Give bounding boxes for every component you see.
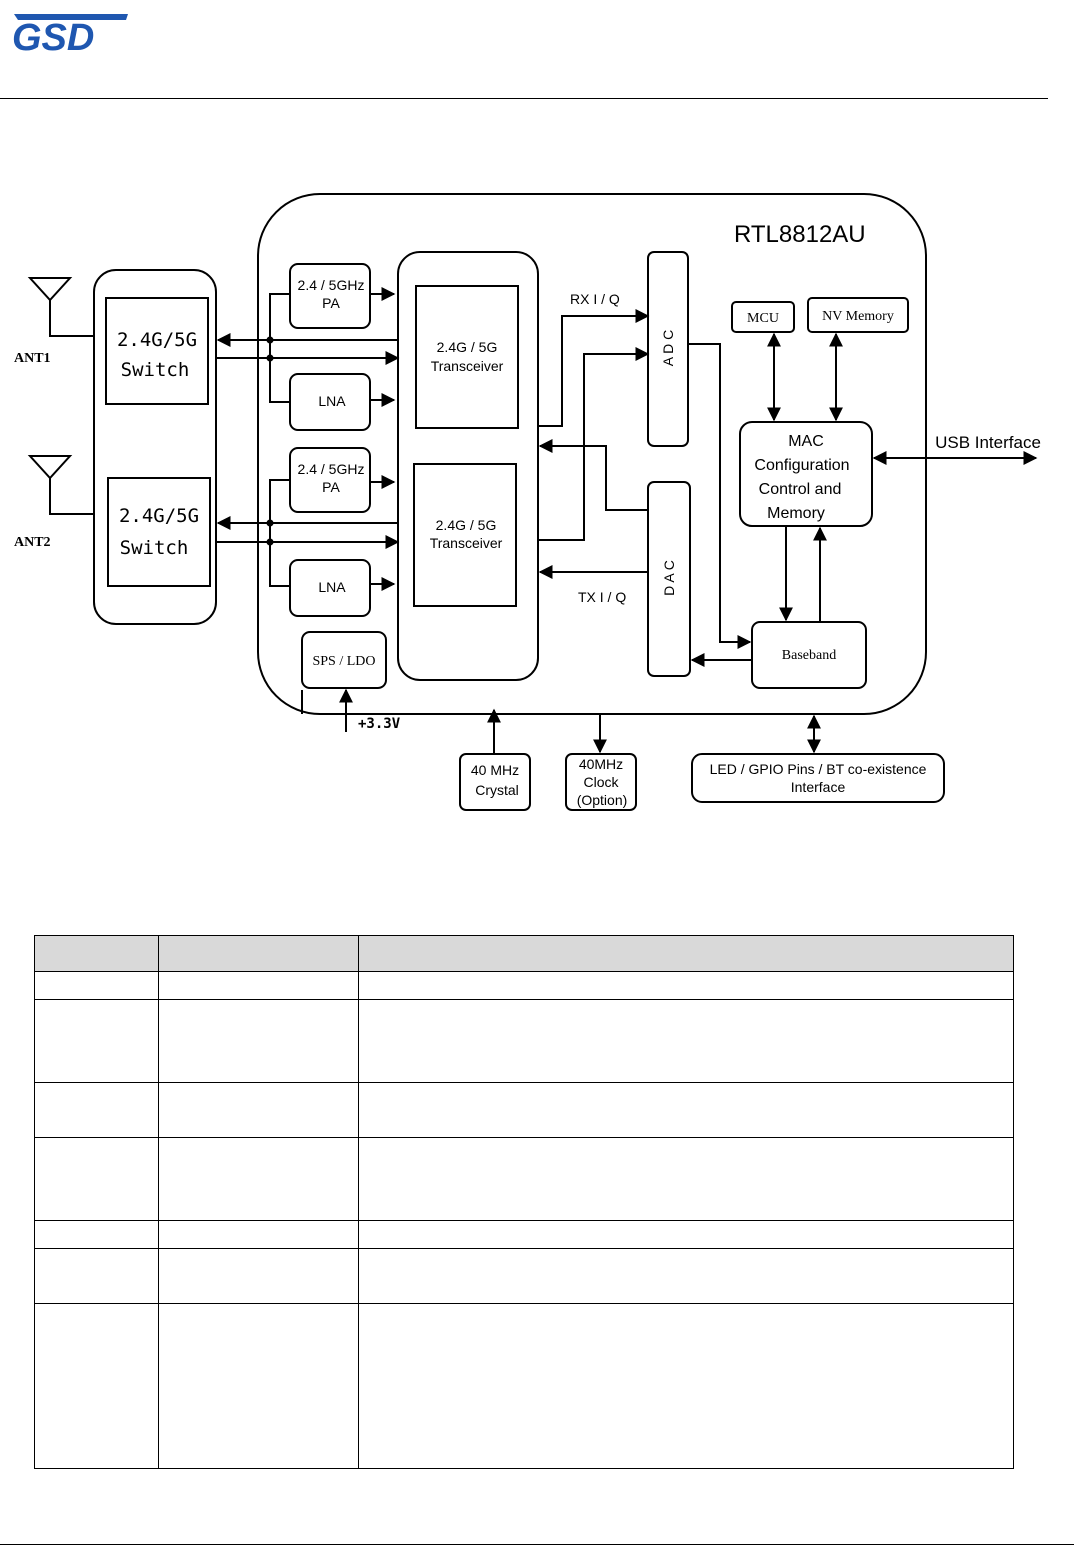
- block-diagram: RTL8812AU ANT1 ANT2 2.4G/5G Switch 2.4G/…: [14, 193, 1041, 811]
- table-cell: [358, 1220, 1014, 1249]
- antenna-2-icon: [27, 455, 94, 515]
- table-cell: [34, 999, 159, 1083]
- pa-top-line1: 2.4 / 5GHz: [298, 277, 365, 293]
- pa-bottom-line1: 2.4 / 5GHz: [298, 461, 365, 477]
- logo-swoosh: [14, 14, 128, 20]
- transceiver-1-line1: 2.4G / 5G: [437, 339, 498, 355]
- tx-iq-label: TX I / Q: [578, 589, 626, 605]
- table-row: [34, 1137, 1014, 1221]
- sps-ldo-label: SPS / LDO: [312, 654, 375, 669]
- dac-block: [647, 481, 691, 677]
- table-cell: [158, 1137, 359, 1221]
- lna-top-label: LNA: [318, 393, 346, 409]
- spec-table: [34, 935, 1014, 1469]
- table-cell: [358, 1082, 1014, 1138]
- table-cell: [34, 1220, 159, 1249]
- clock-line3: (Option): [577, 792, 628, 808]
- mcu-label: MCU: [747, 311, 779, 326]
- led-line2: Interface: [791, 779, 846, 795]
- table-row: [34, 971, 1014, 1000]
- transceiver-2-line1: 2.4G / 5G: [436, 517, 497, 533]
- switch-2-line1: 2.4G/5G: [119, 505, 199, 527]
- adc-label: A D C: [660, 330, 676, 367]
- switch-box-1: [105, 297, 209, 405]
- transceiver-block: [397, 251, 539, 681]
- table-row: [34, 999, 1014, 1083]
- clock-box: [565, 753, 637, 811]
- pa-bottom-line2: PA: [322, 479, 340, 495]
- mac-box: [739, 421, 873, 527]
- mac-line1: MAC: [788, 433, 824, 450]
- table-header-row: [34, 935, 1014, 972]
- led-gpio-box: [691, 753, 945, 803]
- table-header-cell: [358, 935, 1014, 972]
- pa-box-top: [289, 263, 371, 329]
- table-header-cell: [158, 935, 359, 972]
- lna-bottom-label: LNA: [318, 579, 346, 595]
- sps-ldo-box: [301, 631, 387, 689]
- mac-line2: Configuration: [754, 457, 849, 474]
- transceiver-1-line2: Transceiver: [431, 358, 504, 374]
- table-cell: [34, 1082, 159, 1138]
- table-row: [34, 1303, 1014, 1469]
- antenna-1-icon: [27, 277, 94, 337]
- led-line1: LED / GPIO Pins / BT co-existence: [710, 761, 927, 777]
- table-cell: [358, 1248, 1014, 1304]
- chip-outline: [257, 193, 927, 715]
- table-cell: [358, 971, 1014, 1000]
- switch-2-line2: Switch: [120, 537, 189, 559]
- table-cell: [34, 1137, 159, 1221]
- table-cell: [158, 1220, 359, 1249]
- dac-label: D A C: [661, 560, 677, 596]
- antenna-icons: [27, 277, 94, 515]
- voltage-label: +3.3V: [358, 716, 401, 732]
- table-cell: [158, 999, 359, 1083]
- lna-box-bottom: [289, 559, 371, 617]
- table-cell: [34, 971, 159, 1000]
- switch-module: [93, 269, 217, 625]
- transceiver-2-line2: Transceiver: [430, 535, 503, 551]
- baseband-label: Baseband: [782, 648, 836, 663]
- table-row: [34, 1220, 1014, 1249]
- ant2-label: ANT2: [14, 535, 51, 550]
- chip-title: RTL8812AU: [734, 221, 866, 248]
- table-cell: [158, 1303, 359, 1469]
- switch-box-2: [107, 477, 211, 587]
- mcu-box: [731, 301, 795, 333]
- mac-line4: Memory: [767, 505, 825, 522]
- table-cell: [34, 1248, 159, 1304]
- footer-rule: [0, 1544, 1074, 1545]
- ant1-label: ANT1: [14, 351, 51, 366]
- logo-text: GSD: [12, 17, 94, 54]
- crystal-line1: 40 MHz: [471, 762, 519, 778]
- switch-1-line2: Switch: [121, 359, 190, 381]
- table-cell: [158, 971, 359, 1000]
- transceiver-box-2: [413, 463, 517, 607]
- table-cell: [358, 1137, 1014, 1221]
- transceiver-box-1: [415, 285, 519, 429]
- table-row: [34, 1248, 1014, 1304]
- gsd-logo: GSD: [12, 14, 128, 54]
- table-header-cell: [34, 935, 159, 972]
- table-cell: [34, 1303, 159, 1469]
- table-row: [34, 1082, 1014, 1138]
- switch-1-line1: 2.4G/5G: [117, 329, 197, 351]
- table-cell: [358, 999, 1014, 1083]
- rx-iq-label: RX I / Q: [570, 291, 620, 307]
- table-cell: [358, 1303, 1014, 1469]
- pa-top-line2: PA: [322, 295, 340, 311]
- clock-line1: 40MHz: [579, 756, 623, 772]
- nv-memory-label: NV Memory: [822, 309, 894, 324]
- crystal-line2: Crystal: [475, 782, 519, 798]
- clock-line2: Clock: [583, 774, 619, 790]
- mac-line3: Control and: [759, 481, 842, 498]
- baseband-box: [751, 621, 867, 689]
- header-rule: [0, 98, 1048, 99]
- nv-memory-box: [807, 297, 909, 333]
- table-cell: [158, 1248, 359, 1304]
- usb-interface-label: USB Interface: [935, 433, 1041, 452]
- table-cell: [158, 1082, 359, 1138]
